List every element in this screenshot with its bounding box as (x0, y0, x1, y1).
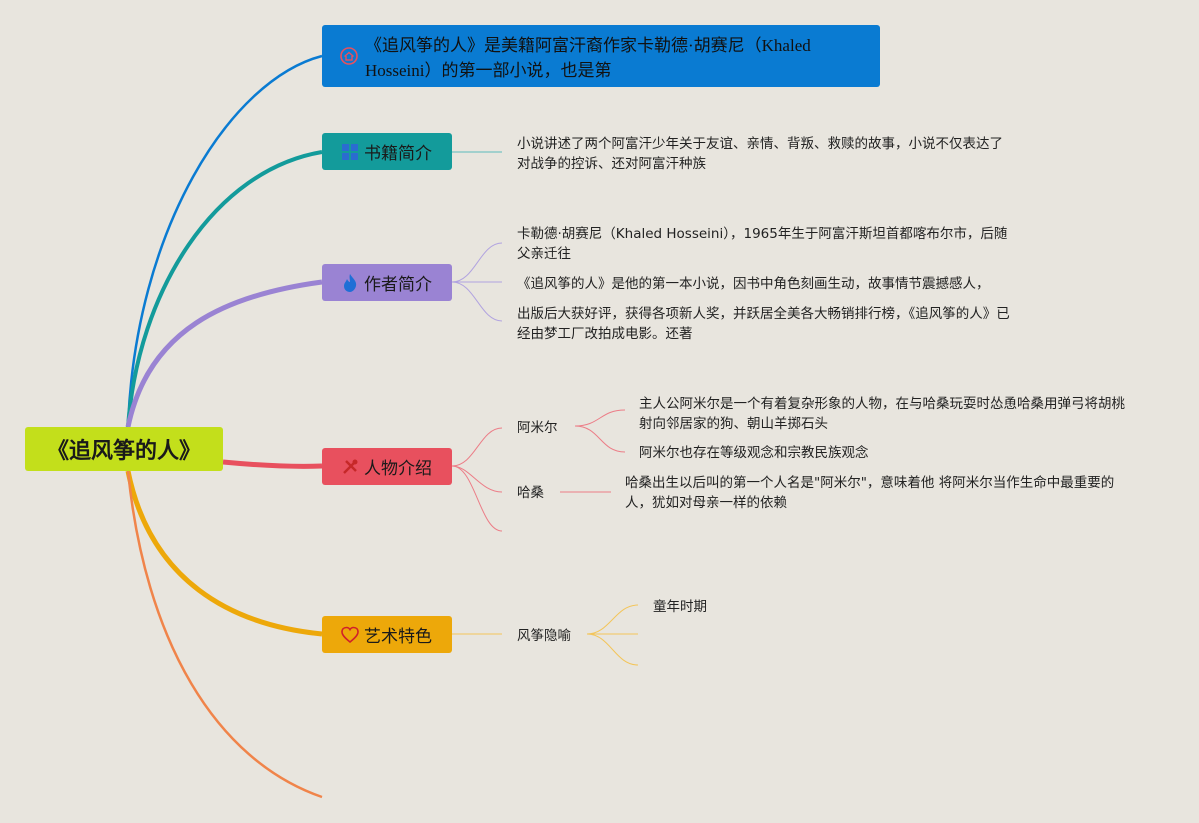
flame-icon (340, 273, 360, 293)
branch-art[interactable]: 艺术特色 (322, 616, 452, 653)
branch-author[interactable]: 作者简介 (322, 264, 452, 301)
link-amir-2 (574, 425, 626, 453)
link-author (125, 279, 323, 428)
amir-detail[interactable]: 阿米尔也存在等级观念和宗教民族观念 (639, 445, 869, 461)
link-author-1 (451, 242, 503, 283)
link-amir-1 (574, 409, 626, 427)
root-title: 《追风筝的人》 (46, 439, 201, 464)
link-intro (126, 54, 323, 428)
link-book (126, 150, 323, 428)
kite-child[interactable]: 童年时期 (653, 599, 707, 615)
home-icon (340, 47, 358, 72)
link-art (125, 470, 323, 637)
intro-text: 《追风筝的人》是美籍阿富汗裔作家卡勒德·胡赛尼（Khaled Hosseini）… (365, 36, 811, 80)
link-extra (126, 470, 323, 799)
branch-book-label: 书籍简介 (364, 144, 432, 164)
link-author-3 (451, 281, 503, 322)
root-topic[interactable]: 《追风筝的人》 (25, 427, 223, 471)
hassan-detail[interactable]: 哈桑出生以后叫的第一个人名是"阿米尔"，意味着他 将阿米尔当作生命中最重要的人，… (625, 475, 1115, 511)
grid-icon (340, 142, 360, 162)
branch-author-label: 作者简介 (364, 275, 432, 295)
branch-art-label: 艺术特色 (364, 627, 432, 647)
intro-topic[interactable]: 《追风筝的人》是美籍阿富汗裔作家卡勒德·胡赛尼（Khaled Hosseini）… (322, 25, 880, 87)
author-item[interactable]: 出版后大获好评，获得各项新人奖，并跃居全美各大畅销排行榜，《追风筝的人》已经由梦… (517, 306, 1010, 342)
link-amir (451, 427, 503, 467)
author-item[interactable]: 卡勒德·胡赛尼（Khaled Hosseini），1965年生于阿富汗斯坦首都喀… (517, 226, 1008, 262)
amir-detail[interactable]: 主人公阿米尔是一个有着复杂形象的人物，在与哈桑玩耍时怂恿哈桑用弹弓将胡桃射向邻居… (639, 396, 1125, 432)
tools-icon (340, 457, 360, 477)
hassan-label[interactable]: 哈桑 (517, 485, 544, 501)
kite-label[interactable]: 风筝隐喻 (517, 628, 571, 644)
link-char-empty (451, 465, 503, 532)
branch-characters-label: 人物介绍 (364, 459, 432, 479)
heart-icon (340, 625, 360, 645)
branch-characters[interactable]: 人物介绍 (322, 448, 452, 485)
link-kite-3 (586, 633, 639, 666)
author-item[interactable]: 《追风筝的人》是他的第一本小说，因书中角色刻画生动，故事情节震撼感人， (517, 276, 990, 292)
book-summary[interactable]: 小说讲述了两个阿富汗少年关于友谊、亲情、背叛、救赎的故事，小说不仅表达了对战争的… (517, 136, 1003, 172)
link-characters (222, 459, 323, 469)
amir-label[interactable]: 阿米尔 (517, 420, 558, 436)
link-kite-1 (586, 604, 639, 635)
branch-book[interactable]: 书籍简介 (322, 133, 452, 170)
link-hassan (451, 465, 503, 493)
